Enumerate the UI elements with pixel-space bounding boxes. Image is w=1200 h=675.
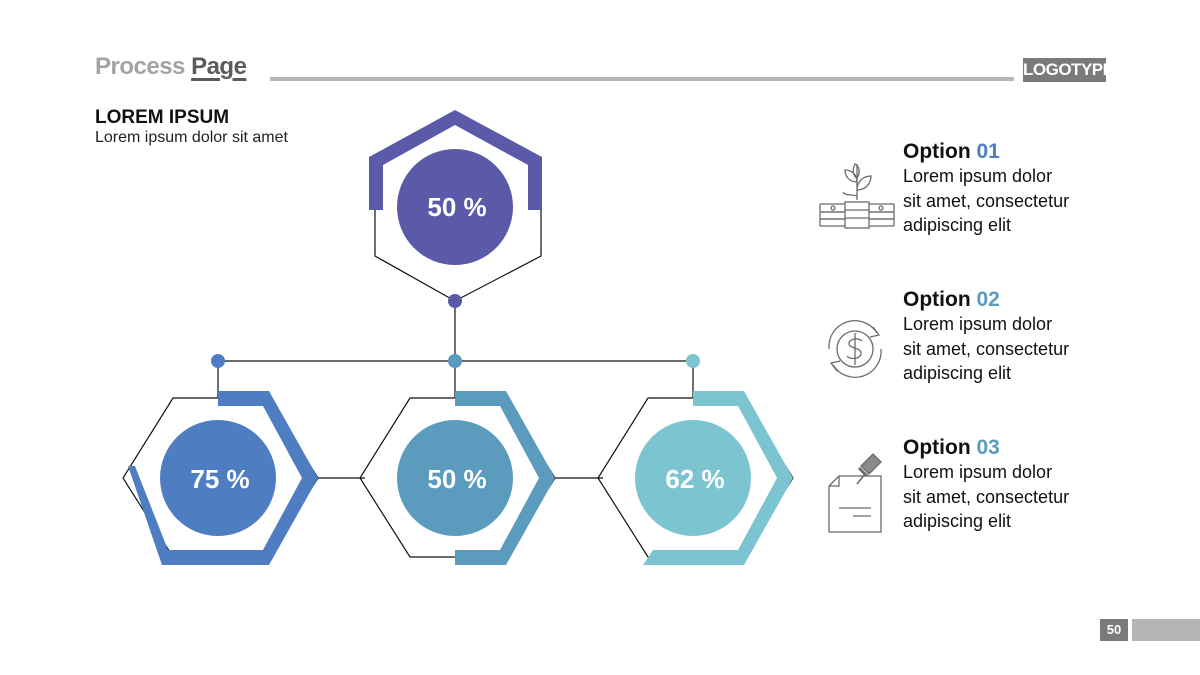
- section-subtitle: Lorem ipsum dolor sit amet: [95, 129, 288, 146]
- option-text-line: sit amet, consectetur: [903, 486, 1070, 507]
- connector-dot: [686, 354, 700, 368]
- bottom-nodes: 75 % 50 % 62 %: [122, 354, 794, 565]
- header-divider: [270, 77, 1014, 81]
- page-title-word1: Process: [95, 53, 185, 80]
- logo: LOGOTYPE: [1023, 58, 1114, 82]
- option-text-line: adipiscing elit: [903, 511, 1012, 531]
- page-title-word2: Page: [191, 53, 247, 80]
- option-label: Option: [903, 140, 971, 163]
- option-number: 03: [976, 436, 1000, 459]
- option-text-line: adipiscing elit: [903, 215, 1012, 235]
- value-label: 50 %: [427, 192, 486, 222]
- option-number: 02: [976, 288, 1000, 311]
- page-number: 50: [1100, 619, 1128, 641]
- value-circle: [397, 149, 513, 265]
- value-label: 75 %: [190, 464, 249, 494]
- connector-dot: [211, 354, 225, 368]
- page-number-bar: [1132, 619, 1200, 641]
- option-number: 01: [976, 140, 1000, 163]
- option-text-line: sit amet, consectetur: [903, 338, 1070, 359]
- section-title: LOREM IPSUM: [95, 107, 230, 128]
- hexagon-node-3: 62 %: [597, 354, 794, 565]
- option-text-line: Lorem ipsum dolor: [903, 462, 1053, 482]
- pinned-document-icon: [815, 446, 895, 533]
- dollar-cycle-icon: [815, 309, 895, 389]
- option-text-line: adipiscing elit: [903, 363, 1012, 383]
- option-title: Option 02: [903, 288, 1173, 312]
- page-title: Process Page: [95, 53, 247, 81]
- value-circle: [397, 420, 513, 536]
- connector-dot: [448, 294, 462, 308]
- money-plant-icon: [815, 152, 895, 232]
- value-label: 50 %: [427, 464, 486, 494]
- option-label: Option: [903, 436, 971, 459]
- value-label: 62 %: [665, 464, 724, 494]
- value-circle: [635, 420, 751, 536]
- option-label: Option: [903, 288, 971, 311]
- option-title: Option 03: [903, 436, 1173, 460]
- hexagon-node-top: 50 %: [369, 110, 542, 308]
- option-text-line: Lorem ipsum dolor: [903, 166, 1053, 186]
- option-03: Option 03 Lorem ipsum dolor sit amet, co…: [903, 436, 1173, 534]
- value-circle: [160, 420, 276, 536]
- hexagon-node-2: 50 %: [359, 354, 556, 565]
- option-title: Option 01: [903, 140, 1173, 164]
- hexagon-accent-frame: [455, 391, 555, 565]
- option-01: Option 01 Lorem ipsum dolor sit amet, co…: [903, 140, 1173, 238]
- hexagon-accent-frame: [643, 391, 793, 565]
- hexagon-accent-frame: [369, 110, 542, 210]
- option-text-line: sit amet, consectetur: [903, 190, 1070, 211]
- option-text-line: Lorem ipsum dolor: [903, 314, 1053, 334]
- option-02: Option 02 Lorem ipsum dolor sit amet, co…: [903, 288, 1173, 386]
- hexagon-node-1: 75 %: [122, 354, 319, 565]
- connector-dot: [448, 354, 462, 368]
